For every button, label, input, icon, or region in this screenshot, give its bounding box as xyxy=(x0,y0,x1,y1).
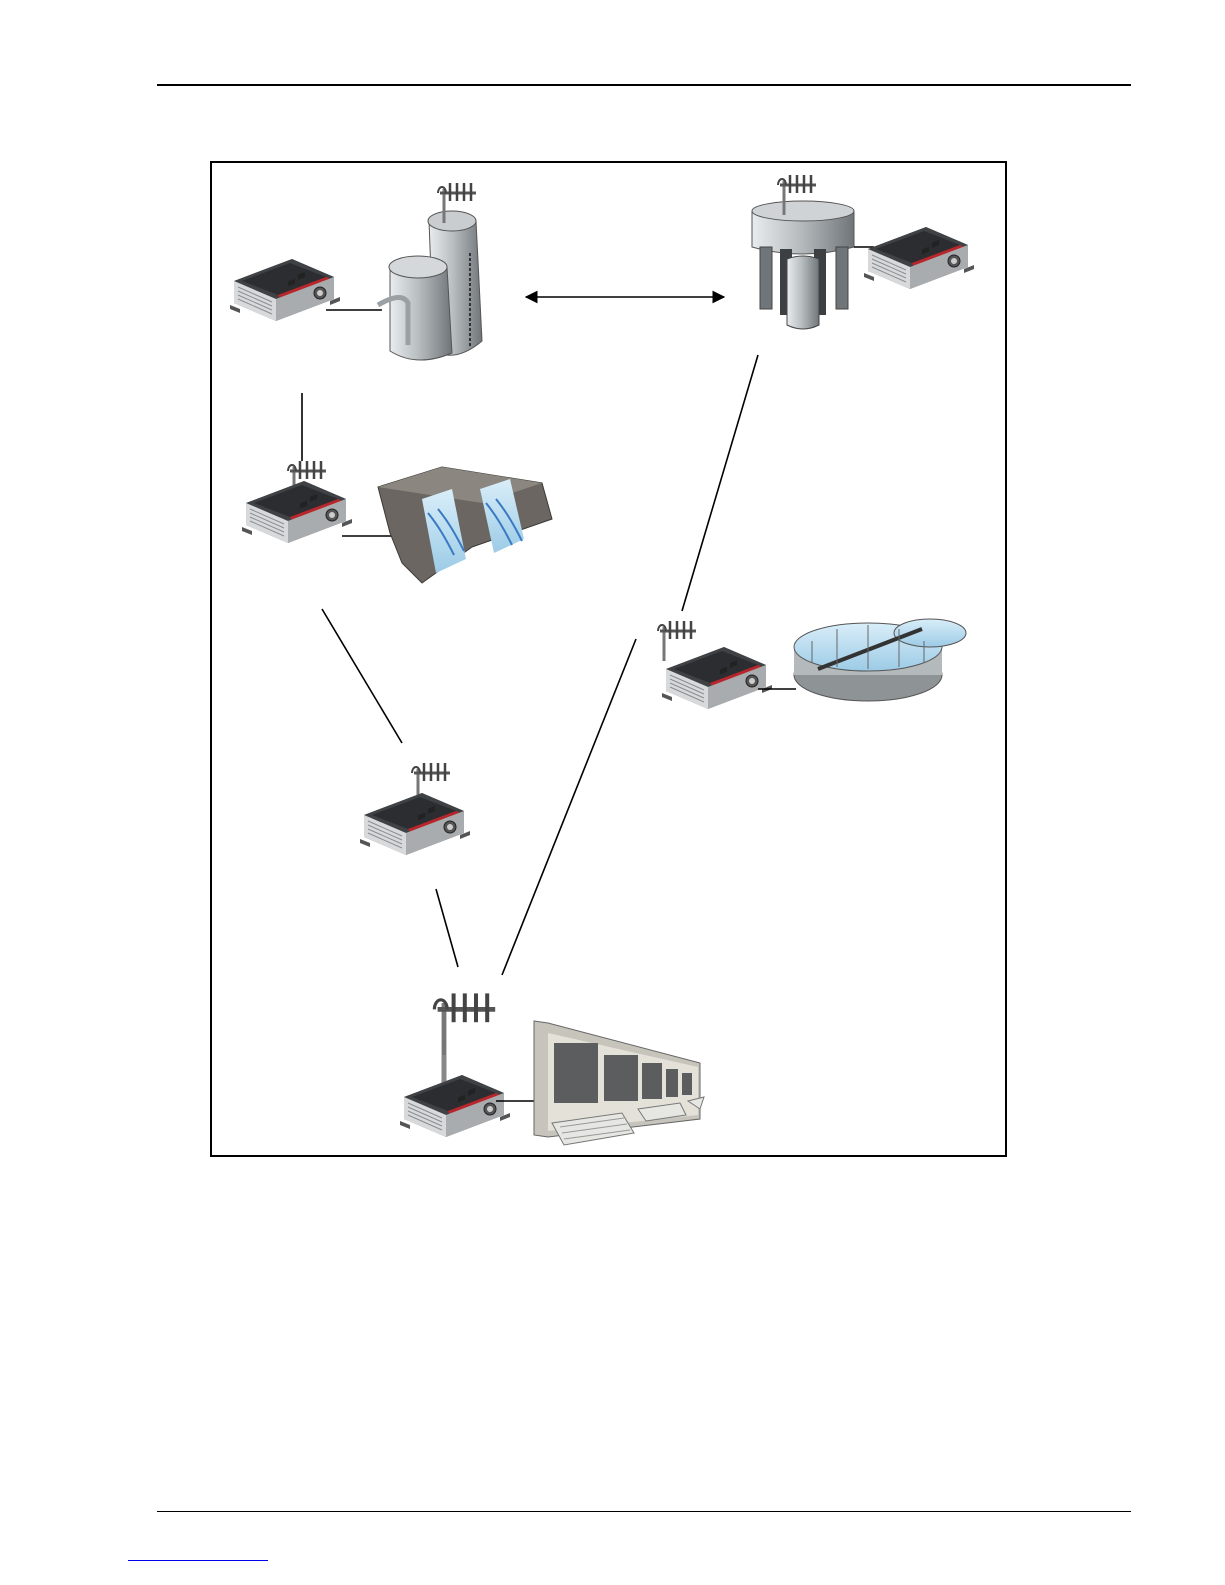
radio-modem-icon xyxy=(360,793,470,855)
network-diagram-frame xyxy=(210,161,1007,1157)
radio-modem-icon xyxy=(242,481,352,543)
silo-station xyxy=(230,183,482,360)
weir-channel-icon xyxy=(378,467,552,583)
header-rule xyxy=(157,84,1131,86)
repeater-station xyxy=(360,763,470,855)
antenna-icon xyxy=(434,993,495,1057)
water-tower-station xyxy=(752,175,974,329)
link-water-tower-station-to-clarifier-station xyxy=(682,355,758,611)
water-tower-icon xyxy=(752,201,854,329)
link-repeater-station-to-control-station xyxy=(436,889,458,967)
clarifier-icon xyxy=(794,619,966,701)
channel-station xyxy=(242,461,552,583)
link-channel-station-to-repeater-station xyxy=(322,609,402,743)
footer-rule xyxy=(157,1511,1131,1512)
link-clarifier-station-to-control-station xyxy=(502,639,636,975)
links-layer xyxy=(302,297,758,975)
radio-modem-icon xyxy=(662,647,772,709)
scada-console-icon xyxy=(534,1021,704,1145)
radio-modem-icon xyxy=(400,1075,510,1137)
footer-link[interactable] xyxy=(128,1560,268,1561)
antenna-icon xyxy=(658,621,696,661)
silo-icon xyxy=(378,211,482,360)
network-diagram xyxy=(212,163,1005,1155)
clarifier-station xyxy=(658,619,966,709)
control-station xyxy=(400,993,704,1145)
radio-modem-icon xyxy=(864,227,974,289)
stations-layer xyxy=(230,175,974,1145)
radio-modem-icon xyxy=(230,259,340,321)
